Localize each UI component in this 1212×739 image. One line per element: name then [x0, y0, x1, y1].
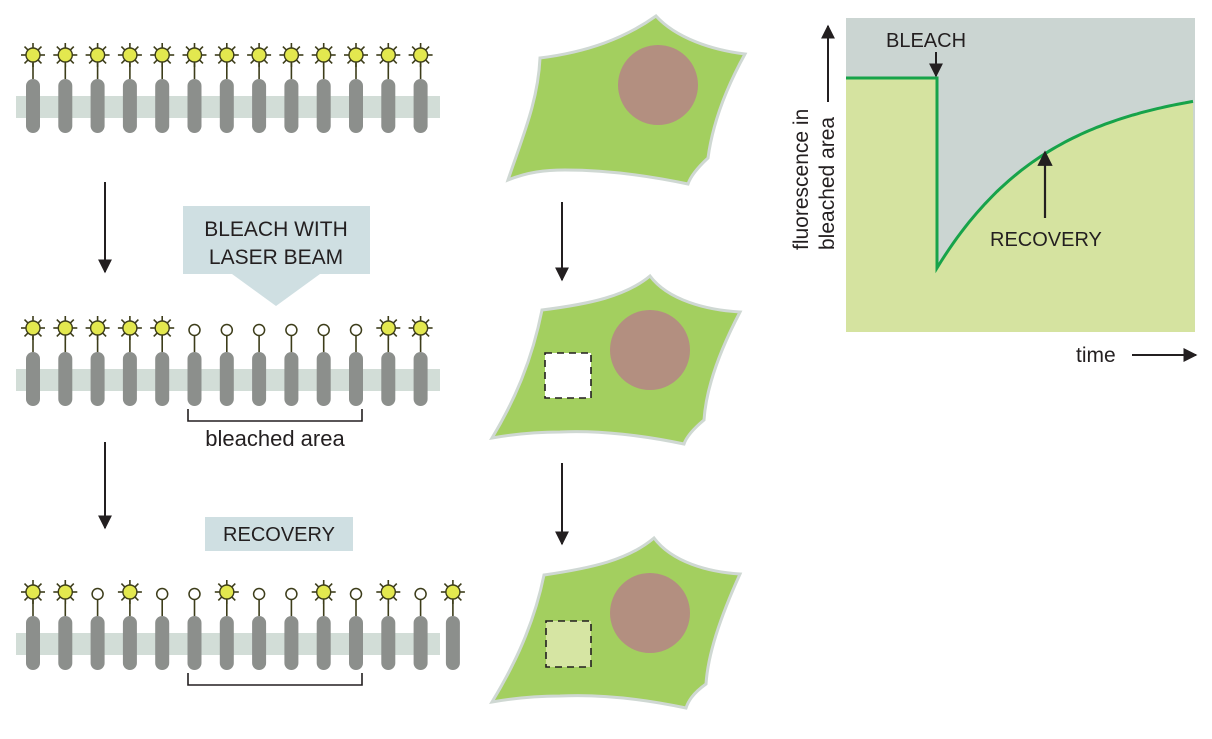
fluorescent-protein — [85, 316, 110, 406]
membrane-recovery — [16, 580, 465, 686]
nucleus — [618, 45, 698, 125]
recovery-callout: RECOVERY — [205, 517, 353, 551]
fluorescent-protein — [376, 580, 401, 670]
bleach-callout: BLEACH WITH LASER BEAM — [183, 206, 370, 306]
fluorescent-protein — [182, 43, 207, 133]
fluorescent-protein — [117, 580, 142, 670]
fluorescent-protein — [21, 316, 45, 406]
fluorescent-protein — [344, 43, 368, 133]
recovered-box — [545, 620, 592, 668]
nucleus — [610, 310, 690, 390]
fluorescent-protein — [311, 580, 336, 670]
bleached-protein — [252, 587, 267, 670]
fluorescent-protein — [53, 43, 78, 133]
bleached-area-label: bleached area — [205, 426, 345, 451]
fluorescent-protein — [21, 580, 45, 670]
bleached-protein — [316, 323, 331, 406]
membrane-before-bleach — [16, 43, 440, 133]
nucleus — [610, 573, 690, 653]
bleached-box — [544, 352, 592, 399]
cell-recovery — [489, 535, 743, 710]
frap-graph: fluorescence in bleached area time BLEAC… — [790, 18, 1198, 367]
fluorescent-protein — [117, 43, 142, 133]
cell-before — [505, 14, 748, 186]
fluorescent-protein — [408, 43, 433, 133]
fluorescent-protein — [408, 316, 433, 406]
bleached-protein — [284, 323, 299, 406]
fluorescent-protein — [376, 43, 401, 133]
graph-bleach-label: BLEACH — [886, 30, 966, 52]
fluorescent-protein — [214, 43, 239, 133]
fluorescent-protein — [247, 43, 272, 133]
membrane-after-bleach — [16, 316, 440, 422]
fluorescent-protein — [85, 43, 110, 133]
fluorescent-protein — [150, 43, 175, 133]
fluorescent-protein — [214, 580, 239, 670]
y-axis-label: fluorescence in bleached area — [790, 103, 839, 250]
bleached-area-bracket — [187, 673, 363, 686]
fluorescent-protein — [150, 316, 175, 406]
recovery-curve — [846, 76, 1194, 274]
bleached-protein — [252, 323, 267, 406]
bleached-protein — [349, 323, 363, 406]
bleached-protein — [155, 587, 170, 670]
fluorescent-protein — [279, 43, 304, 133]
bleached-protein — [187, 587, 202, 670]
bleached-protein — [187, 323, 202, 406]
fluorescent-protein — [311, 43, 336, 133]
graph-lower-area — [846, 78, 1195, 332]
bleached-protein — [90, 587, 105, 670]
fluorescent-protein — [21, 43, 45, 133]
recovery-callout-label: RECOVERY — [223, 524, 335, 546]
bleached-protein — [219, 323, 234, 406]
fluorescent-protein — [53, 580, 78, 670]
bleach-callout-line-2: LASER BEAM — [209, 246, 343, 269]
graph-recovery-label: RECOVERY — [990, 229, 1102, 251]
fluorescent-protein — [440, 580, 465, 670]
fluorescent-protein — [376, 316, 401, 406]
bleach-callout-line-1: BLEACH WITH — [204, 218, 348, 241]
fluorescent-protein — [53, 316, 78, 406]
bleached-protein — [284, 587, 299, 670]
bleached-protein — [349, 587, 363, 670]
x-axis-label: time — [1076, 344, 1116, 367]
cell-after-bleach — [489, 273, 743, 446]
fluorescent-protein — [117, 316, 142, 406]
bleached-area-bracket — [187, 409, 363, 422]
bleached-protein — [413, 587, 428, 670]
